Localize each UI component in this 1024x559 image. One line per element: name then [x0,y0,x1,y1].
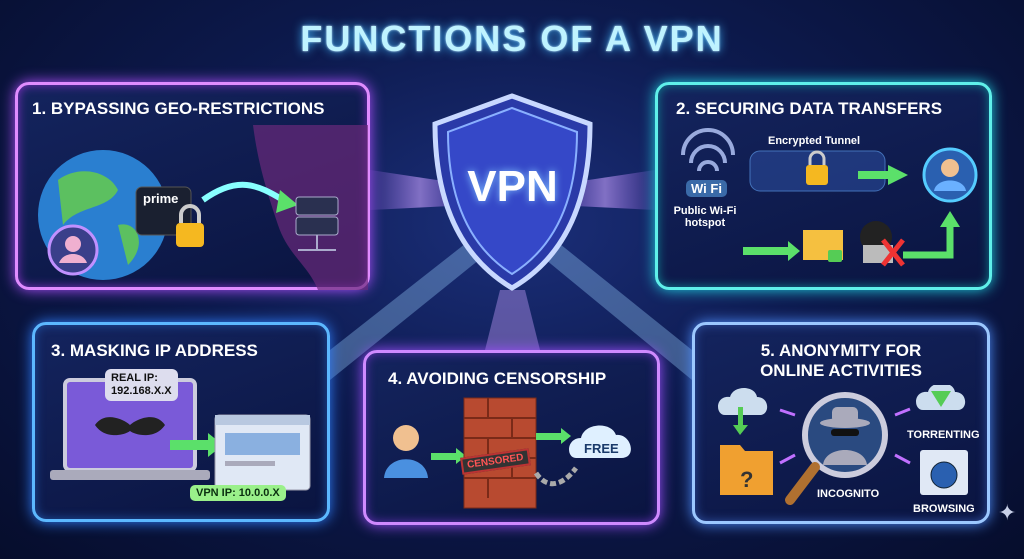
panel-bypassing-geo-restrictions: 1. BYPASSING GEO-RESTRICTIONS prime [15,82,370,290]
panel-title: 2. SECURING DATA TRANSFERS [676,99,943,118]
panel-avoiding-censorship: 4. AVOIDING CENSORSHIP CENSORED FREE [363,350,660,525]
broken-chain-icon [533,466,578,487]
cloud-download-icon [718,388,768,415]
page-title: FUNCTIONS OF A VPN [300,18,724,59]
wifi-badge: Wi Fi [686,180,727,197]
browsing-label: BROWSING [913,503,975,515]
tunnel-label: Encrypted Tunnel [768,135,861,147]
panel-title: 4. AVOIDING CENSORSHIP [388,369,607,388]
mask-illustration [50,378,311,491]
user-icon [393,425,419,451]
shield-label: VPN [467,162,558,211]
arrow-icon [743,247,788,255]
arrow-icon [170,440,210,450]
wifi-icon [681,128,735,172]
prime-logo: prime [143,191,179,206]
arrow-icon [201,181,285,203]
svg-text:?: ? [740,467,753,492]
vpn-ip-badge: VPN IP: 10.0.0.X [190,485,286,501]
lock-icon [806,165,828,185]
sparkle-icon: ✦ [998,500,1017,525]
folder-icon [720,445,773,495]
panel-title: 3. MASKING IP ADDRESS [51,341,258,360]
anonymity-illustration: ? [718,385,968,505]
panel-securing-data-transfers: 2. SECURING DATA TRANSFERS Encrypted Tun… [655,82,992,290]
panel-masking-ip-address: 3. MASKING IP ADDRESS REAL IP:192.168.X.… [32,322,330,522]
torrenting-label: TORRENTING [907,429,980,441]
panel-title: 1. BYPASSING GEO-RESTRICTIONS [32,99,325,118]
geo-illustration [38,125,368,290]
cloud-icon [569,425,631,458]
mask-icon [95,417,165,436]
lock-icon [176,223,204,247]
secure-illustration [681,128,978,267]
real-ip-badge: REAL IP:192.168.X.X [105,369,178,401]
server-icon [295,196,339,216]
incognito-label: INCOGNITO [817,488,880,500]
shield-icon [432,93,593,291]
vpn-shield: VPN [425,92,600,292]
free-label: FREE [584,441,619,456]
